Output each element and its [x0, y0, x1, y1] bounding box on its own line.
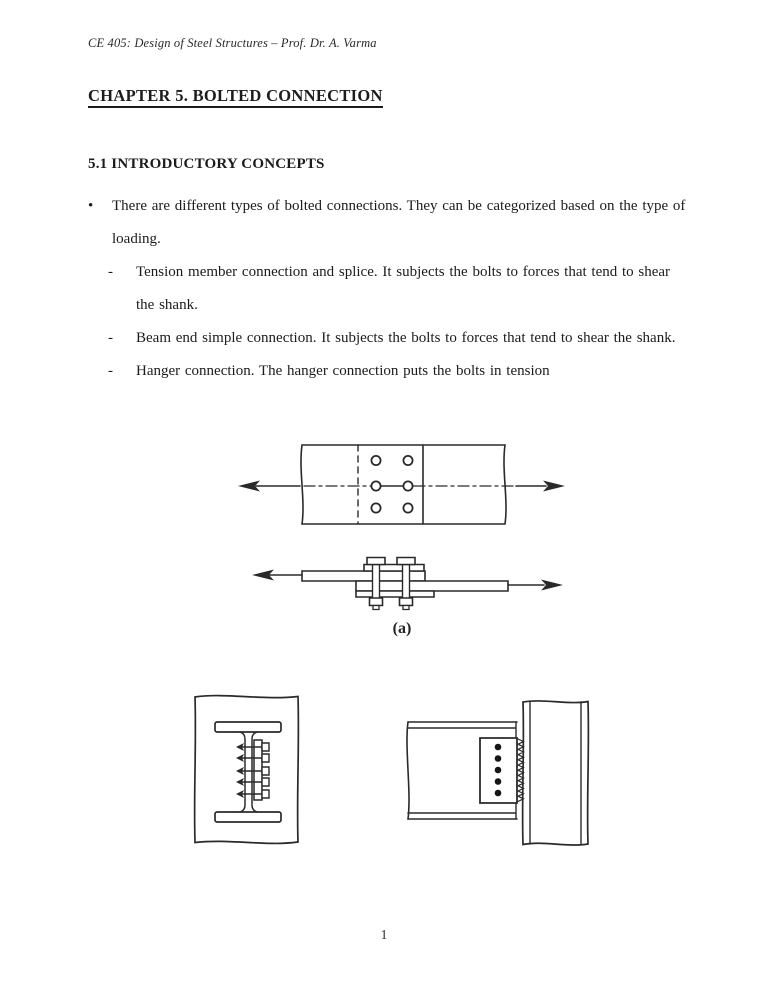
bullet-text: There are different types of bolted conn… — [112, 190, 708, 256]
right-arrow-icon — [543, 480, 565, 492]
beam-section-view — [195, 696, 299, 844]
connection-bolts — [494, 743, 502, 797]
bullet-line-2: loading. — [112, 231, 161, 247]
bolt-holes — [371, 456, 412, 513]
bullet-item: • There are different types of bolted co… — [88, 190, 708, 256]
dash-marker: - — [108, 330, 113, 346]
course-header: CE 405: Design of Steel Structures – Pro… — [88, 36, 377, 50]
dash-marker: - — [108, 363, 113, 379]
body-text: • There are different types of bolted co… — [88, 190, 708, 388]
sub-bullet-beam-end: - Beam end simple connection. It subject… — [108, 322, 708, 355]
dash-marker: - — [108, 264, 113, 280]
section-heading: 5.1 INTRODUCTORY CONCEPTS — [88, 156, 325, 172]
sub-bullet-line-1: Hanger connection. The hanger connection… — [136, 363, 550, 379]
chapter-title: CHAPTER 5. BOLTED CONNECTION — [88, 86, 383, 108]
page-number: 1 — [380, 928, 388, 943]
sub-bullet-text: Hanger connection. The hanger connection… — [136, 355, 708, 388]
figure-a-label: (a) — [392, 620, 412, 637]
bullet-line-1: There are different types of bolted conn… — [112, 198, 686, 214]
splice-plan-view — [238, 445, 565, 524]
right-arrow-icon — [541, 579, 563, 591]
sub-bullet-line-1: Tension member connection and splice. It… — [136, 264, 671, 280]
chapter-title-text: CHAPTER 5. BOLTED CONNECTION — [88, 86, 383, 108]
serrated-edge — [518, 739, 524, 801]
figure-beam-connections — [185, 686, 605, 851]
sub-bullet-line-1: Beam end simple connection. It subjects … — [136, 330, 676, 346]
left-arrow-icon — [238, 480, 260, 492]
sub-bullet-text: Tension member connection and splice. It… — [136, 256, 708, 322]
sub-bullet-hanger: - Hanger connection. The hanger connecti… — [108, 355, 708, 388]
beam-column-view — [407, 701, 588, 845]
bolt-elevation — [367, 558, 385, 610]
sub-bullet-tension: - Tension member connection and splice. … — [108, 256, 708, 322]
web-bolts — [236, 743, 269, 798]
bolt-elevation — [397, 558, 415, 610]
figure-splice-diagram — [238, 428, 565, 614]
left-arrow-icon — [252, 569, 274, 581]
sub-bullet-line-2: the shank. — [136, 297, 198, 313]
sub-bullet-text: Beam end simple connection. It subjects … — [136, 322, 708, 355]
splice-elevation-view — [252, 558, 563, 610]
bullet-marker: • — [88, 198, 94, 214]
